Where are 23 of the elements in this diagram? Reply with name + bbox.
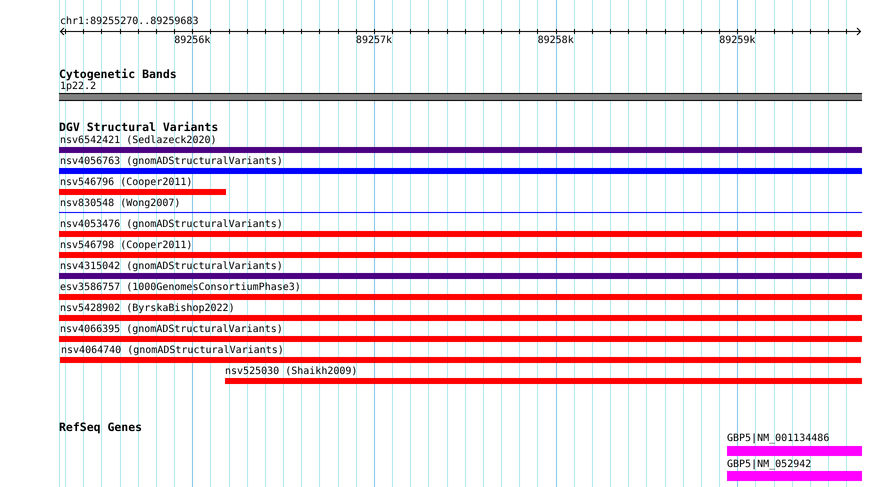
tick-label: 89256k — [174, 35, 210, 46]
tick-label: 89258k — [538, 35, 574, 46]
variant-label: esv3586757 (1000GenomesConsortiumPhase3) — [60, 282, 301, 292]
tick-label: 89259k — [719, 35, 756, 46]
variant-label: nsv525030 (Shaikh2009) — [225, 366, 358, 376]
tick-label: 89257k — [356, 35, 392, 46]
variant-label: nsv5428902 (ByrskaBishop2022) — [60, 302, 235, 314]
variant-label: nsv4066395 (gnomADStructuralVariants) — [60, 324, 283, 334]
variant-label: nsv546798 (Cooper2011) — [60, 240, 192, 250]
band-label: 1p22.2 — [60, 80, 96, 92]
location-label: chr1:89255270..89259683 — [60, 16, 198, 27]
variant-label: nsv4064740 (gnomADStructuralVariants) — [61, 344, 284, 356]
variant-label: nsv4053476 (gnomADStructuralVariants) — [60, 218, 283, 230]
track-heading: Cytogenetic Bands — [59, 68, 177, 80]
gene-label: GBP5|NM_052942 — [727, 458, 812, 470]
variant-label: nsv4315042 (gnomADStructuralVariants) — [60, 260, 283, 272]
track-heading: DGV Structural Variants — [59, 121, 218, 134]
variant-label: nsv6542421 (Sedlazeck2020) — [60, 134, 217, 146]
track-heading: RefSeq Genes — [59, 420, 142, 434]
variant-label: nsv546796 (Cooper2011) — [60, 176, 192, 188]
variant-label: nsv4056763 (gnomADStructuralVariants) — [60, 156, 283, 166]
variant-label: nsv830548 (Wong2007) — [60, 198, 180, 208]
gene-label: GBP5|NM_001134486 — [727, 433, 830, 444]
